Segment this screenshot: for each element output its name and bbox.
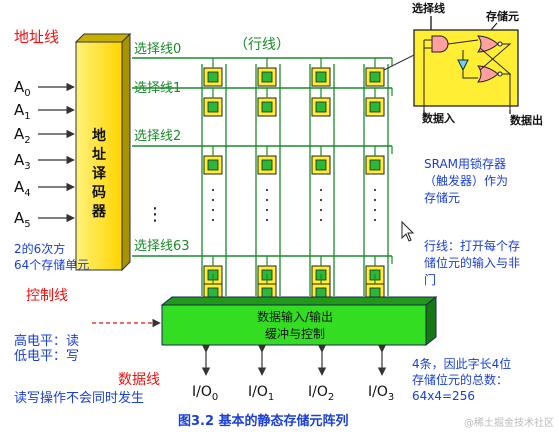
address-input-label: A1 xyxy=(14,101,31,122)
watermark: @稀土掘金技术社区 xyxy=(464,416,554,429)
sram-note-line2: （触发器）作为 xyxy=(424,173,508,188)
row-line-note: 行线：打开每个存 储位元的输入与非 门 xyxy=(424,238,520,287)
inset-data-out-label: 数据出 xyxy=(510,113,543,127)
address-lines-title: 地址线 xyxy=(14,28,59,46)
row-note-line3: 门 xyxy=(424,272,436,287)
units-line1: 2的6次方 xyxy=(14,241,65,256)
row-ellipsis: ⋮ xyxy=(146,204,164,225)
row-note-line2: 储位元的输入与非 xyxy=(424,255,520,270)
inset-storage-label: 存储元 xyxy=(486,9,519,23)
decoder-label-char: 器 xyxy=(91,204,107,220)
storage-cell-core xyxy=(369,101,381,113)
io-label: I/O0 xyxy=(192,384,218,403)
sram-note: SRAM用锁存器 （触发器）作为 存储元 xyxy=(424,156,508,205)
control-high-note: 高电平：读 xyxy=(14,333,79,349)
storage-cell-core xyxy=(369,71,381,83)
control-low-note: 低电平：写 xyxy=(14,349,79,364)
io-buffer-control: 数据输入/输出 缓冲与控制 xyxy=(160,295,438,347)
rw-exclusive-note: 读写操作不会同时发生 xyxy=(14,390,144,406)
storage-cell-core xyxy=(315,71,327,83)
decoder-label-char: 址 xyxy=(92,146,106,163)
memory-cell-grid xyxy=(132,57,393,303)
storage-cell-core xyxy=(261,71,273,83)
decoder-label-char: 地 xyxy=(92,127,106,144)
storage-cell-core xyxy=(207,101,219,113)
address-input-label: A2 xyxy=(14,125,31,146)
inset-data-in-label: 数据入 xyxy=(422,111,455,125)
row-line-caption: （行线） xyxy=(234,37,290,53)
storage-cell-core xyxy=(207,159,219,171)
storage-cell-core xyxy=(315,101,327,113)
row-select-label: 选择线1 xyxy=(134,81,181,96)
control-lines-title: 控制线 xyxy=(26,288,68,304)
count-note-line1: 4条，因此字长4位 xyxy=(412,356,511,371)
address-input-label: A4 xyxy=(14,178,31,199)
bit-count-note: 4条，因此字长4位 存储位元的总数： 64x4=256 xyxy=(412,356,511,403)
row-note-line1: 行线：打开每个存 xyxy=(424,238,520,253)
row-select-label: 选择线0 xyxy=(134,42,181,57)
address-input-label: A3 xyxy=(14,151,31,172)
row-select-label: 选择线63 xyxy=(134,239,190,254)
storage-cell-core xyxy=(261,101,273,113)
io-label: I/O3 xyxy=(368,384,394,403)
storage-cell-core xyxy=(207,71,219,83)
inset-select-label: 选择线 xyxy=(412,1,445,15)
decoder-label-char: 码 xyxy=(92,185,106,201)
buffer-label-line1: 数据输入/输出 xyxy=(257,309,333,324)
row-select-label: 选择线2 xyxy=(134,129,181,144)
sram-note-line1: SRAM用锁存器 xyxy=(424,156,506,171)
io-lines: I/O0 I/O1 I/O2 I/O3 xyxy=(192,344,394,403)
io-label: I/O1 xyxy=(248,384,274,403)
decoder-label-char: 译 xyxy=(92,166,107,182)
data-lines-title: 数据线 xyxy=(118,372,160,388)
figure-caption: 图3.2 基本的静态存储元阵列 xyxy=(178,413,349,429)
storage-units-note: 2的6次方 64个存储单元 xyxy=(14,241,89,272)
address-input-label: A5 xyxy=(14,209,31,230)
io-label: I/O2 xyxy=(308,384,334,403)
count-note-line3: 64x4=256 xyxy=(412,389,475,403)
storage-cell-inset: 选择线 存储元 数据入 数据出 xyxy=(383,1,543,127)
buffer-label-line2: 缓冲与控制 xyxy=(265,326,325,341)
storage-cell-core xyxy=(261,159,273,171)
row-select-labels: 选择线0 选择线1 选择线2 选择线63 xyxy=(134,42,190,254)
mouse-cursor-icon xyxy=(401,220,415,242)
storage-cell-core xyxy=(315,159,327,171)
address-input-label: A0 xyxy=(14,78,31,99)
storage-cell-core xyxy=(369,159,381,171)
count-note-line2: 存储位元的总数： xyxy=(412,372,508,387)
units-line2: 64个存储单元 xyxy=(14,257,89,272)
sram-note-line3: 存储元 xyxy=(424,190,460,205)
